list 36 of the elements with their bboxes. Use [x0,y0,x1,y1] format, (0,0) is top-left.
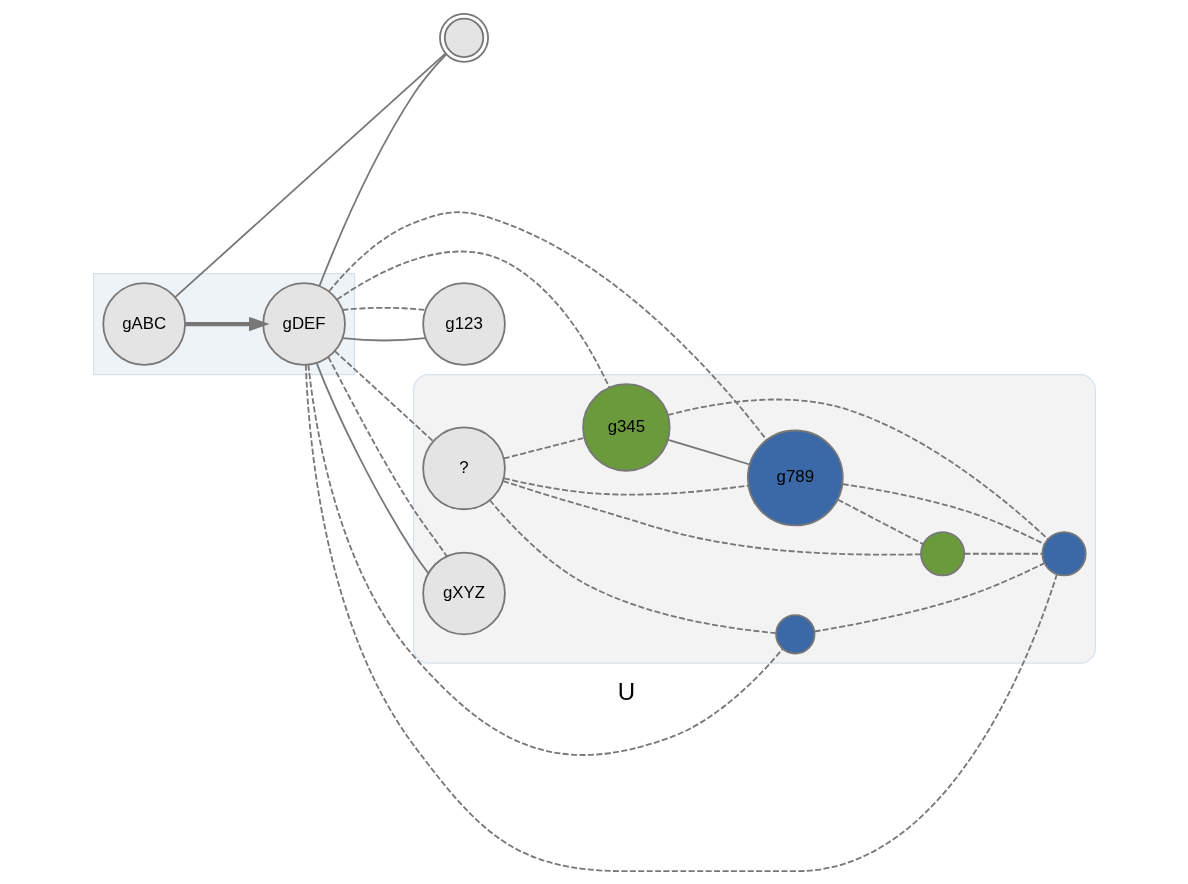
connector [341,306,426,311]
node-circle: gABC [101,281,186,366]
connector [307,363,784,756]
connector [327,210,767,441]
connector [304,363,1058,872]
node-circle [919,530,965,576]
node-circle: gDEF [261,281,346,366]
node-circle [1041,530,1087,576]
connector [836,498,924,545]
connector [501,479,922,556]
connector [315,361,429,574]
connector [666,438,751,465]
node-circle [774,613,815,654]
connector [841,482,1045,545]
node-circle: g789 [746,429,844,526]
connector [327,355,447,557]
node-circle: gXYZ [421,551,506,635]
cluster [412,373,1096,664]
arrow [184,316,270,331]
connector [341,336,426,341]
connector [488,498,777,634]
connector [666,398,1049,540]
connector [318,53,447,287]
connector [335,250,610,388]
connector [502,436,585,459]
connector [502,476,749,495]
connector [813,561,1045,632]
node-circle: g345 [581,382,671,472]
connector [173,52,446,298]
label: U [617,677,635,705]
cluster [92,272,355,375]
node-circle [438,12,489,63]
connector [333,349,434,442]
connector [963,552,1043,555]
node-circle: ? [421,426,506,510]
node-circle: g123 [421,281,506,366]
